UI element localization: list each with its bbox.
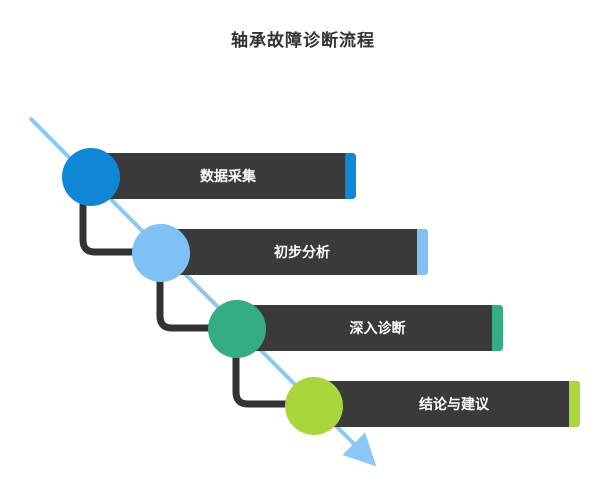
connector-3 xyxy=(232,352,292,408)
step-label-4: 结论与建议 xyxy=(419,397,489,413)
step-tab-3 xyxy=(492,305,503,351)
step-tab-2 xyxy=(417,229,428,275)
step-label-1: 数据采集 xyxy=(200,169,256,185)
step-bar-4: 结论与建议 xyxy=(322,381,580,427)
step-circle-4 xyxy=(285,377,343,435)
step-tab-4 xyxy=(569,381,580,427)
step-bar-1: 数据采集 xyxy=(94,153,356,199)
step-label-2: 初步分析 xyxy=(274,245,330,261)
step-circle-2 xyxy=(132,224,190,282)
connector-1 xyxy=(79,200,140,256)
connector-2 xyxy=(156,276,215,332)
step-bar-3: 深入诊断 xyxy=(246,305,503,351)
step-circle-1 xyxy=(62,148,120,206)
diagram-title: 轴承故障诊断流程 xyxy=(231,31,375,51)
step-bar-2: 初步分析 xyxy=(170,229,428,275)
step-label-3: 深入诊断 xyxy=(349,321,406,337)
step-circle-3 xyxy=(208,300,266,358)
step-tab-1 xyxy=(345,153,356,199)
